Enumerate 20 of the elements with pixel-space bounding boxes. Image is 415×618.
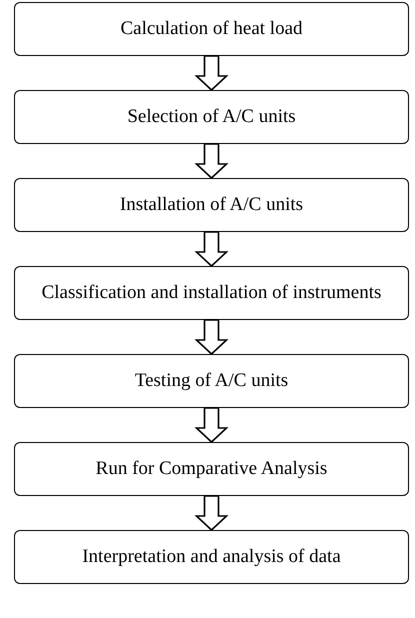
arrow	[194, 55, 229, 92]
arrow	[194, 231, 229, 268]
step-label: Classification and installation of instruments	[42, 282, 382, 304]
process-box	[14, 530, 409, 584]
step-label: Testing of A/C units	[134, 370, 288, 392]
arrow	[194, 319, 229, 356]
step-label: Calculation of heat load	[120, 18, 303, 40]
arrow	[194, 407, 229, 444]
process-box	[14, 266, 409, 320]
arrow	[194, 495, 229, 532]
step-label: Interpretation and analysis of data	[82, 546, 341, 568]
process-box	[14, 90, 409, 144]
arrow	[194, 143, 229, 180]
process-box	[14, 354, 409, 408]
step-label: Installation of A/C units	[120, 194, 304, 216]
process-box	[14, 178, 409, 232]
step-label: Selection of A/C units	[127, 106, 296, 128]
step-label: Run for Comparative Analysis	[96, 458, 328, 480]
process-box	[14, 442, 409, 496]
process-box	[14, 2, 409, 56]
